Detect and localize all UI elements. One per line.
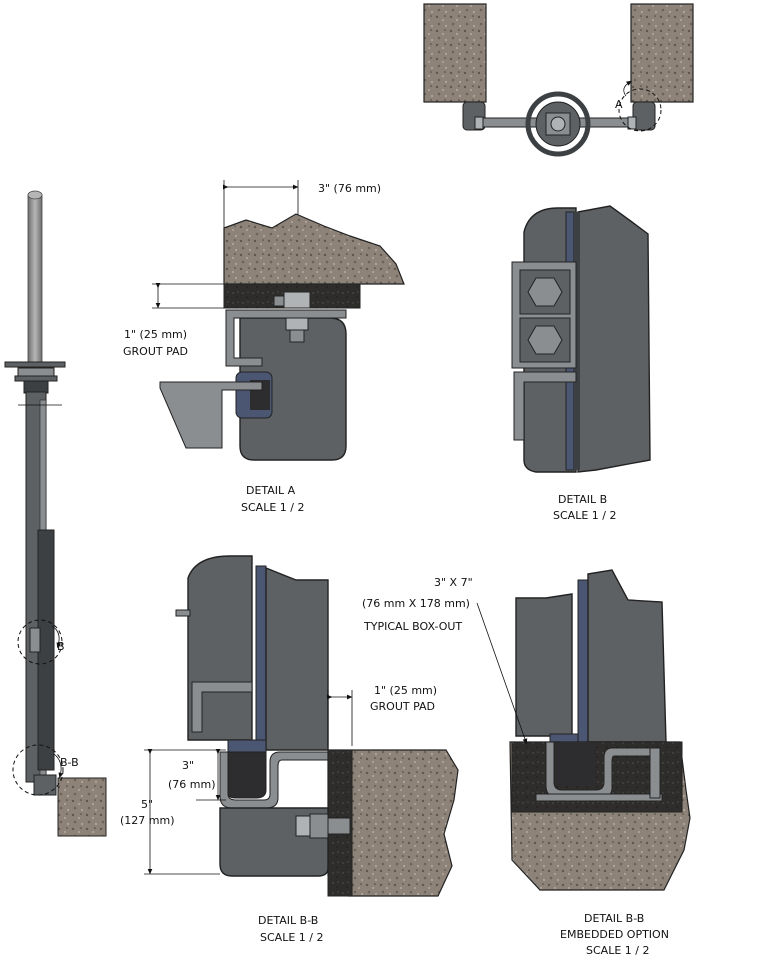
detail-bb-5in-dimension: 5" [141, 798, 153, 811]
embedded-boxout-label: TYPICAL BOX-OUT [363, 620, 462, 633]
detail-bb-3in-metric: (76 mm) [168, 778, 216, 791]
detail-bb-title: DETAIL B-B [258, 914, 318, 927]
detail-a-channel [225, 309, 347, 367]
embedded-anchor-plate [535, 793, 663, 802]
callout-bb-circle [12, 744, 64, 796]
stem-rod [27, 194, 43, 366]
embedded-frame [587, 569, 667, 743]
detail-bb-3in-dimension: 3" [182, 759, 194, 772]
embedded-boxout-dimension: 3" X 7" [434, 576, 473, 589]
embedded-subtitle: EMBEDDED OPTION [560, 928, 669, 941]
embedded-gasket [556, 742, 596, 786]
detail-bb-gate [187, 555, 253, 741]
embedded-seal [577, 579, 589, 743]
callout-a-circle [618, 88, 662, 132]
detail-b-bolt-head-lower [527, 325, 563, 355]
stem-collar [4, 361, 66, 368]
detail-a-scale: SCALE 1 / 2 [241, 501, 304, 514]
detail-a-title: DETAIL A [246, 484, 296, 497]
detail-b-title: DETAIL B [558, 493, 607, 506]
detail-a-width-dimension: 3" (76 mm) [318, 182, 381, 195]
detail-b: DETAIL B SCALE 1 / 2 [511, 205, 651, 522]
detail-b-bolt-head-upper [527, 277, 563, 307]
detail-b-scale: SCALE 1 / 2 [553, 509, 616, 522]
callout-a-label: A [615, 98, 623, 111]
embedded-title: DETAIL B-B [584, 912, 644, 925]
callout-bb-label: B-B [60, 756, 79, 769]
detail-a-concrete [223, 213, 405, 285]
embedded-scale: SCALE 1 / 2 [586, 944, 649, 957]
detail-bb-seal [255, 565, 267, 753]
detail-a-frame [239, 317, 347, 461]
detail-a-grout-label: GROUT PAD [123, 345, 188, 358]
detail-bb-bolt [295, 815, 311, 837]
detail-bb-seal-bottom [227, 739, 267, 753]
concrete-block-left [423, 3, 487, 103]
section-callout-arrow [623, 80, 633, 97]
plan-bracket-right [632, 101, 656, 131]
detail-b-frame [577, 205, 651, 473]
detail-a: 3" (76 mm) 1" (25 mm) GROUT PAD DETAIL A… [123, 180, 405, 514]
detail-bb-scale: SCALE 1 / 2 [260, 931, 323, 944]
detail-bb-gasket [225, 751, 267, 799]
embedded-gate [515, 593, 573, 737]
elevation-view: B B-B [4, 190, 107, 837]
embedded-boxout-metric: (76 mm X 178 mm) [362, 597, 470, 610]
detail-a-gate-edge [159, 381, 263, 449]
detail-bb-embedded: 3" X 7" (76 mm X 178 mm) TYPICAL BOX-OUT… [362, 569, 691, 957]
detail-bb-grout-dimension: 1" (25 mm) [374, 684, 437, 697]
concrete-block-right [630, 3, 694, 103]
detail-bb: 1" (25 mm) GROUT PAD 3" (76 mm) 5" (127 … [120, 555, 459, 944]
plan-view: A [423, 3, 694, 157]
elevation-concrete [57, 777, 107, 837]
detail-a-bolt-nut [283, 291, 311, 309]
handwheel-outer [525, 91, 591, 157]
detail-bb-grout-label: GROUT PAD [370, 700, 435, 713]
callout-b-label: B [57, 640, 65, 653]
detail-a-grout-dimension: 1" (25 mm) [124, 328, 187, 341]
detail-bb-frame [265, 566, 329, 751]
handwheel-nut [550, 116, 566, 132]
detail-bb-5in-metric: (127 mm) [120, 814, 175, 827]
callout-b-circle [17, 619, 63, 665]
